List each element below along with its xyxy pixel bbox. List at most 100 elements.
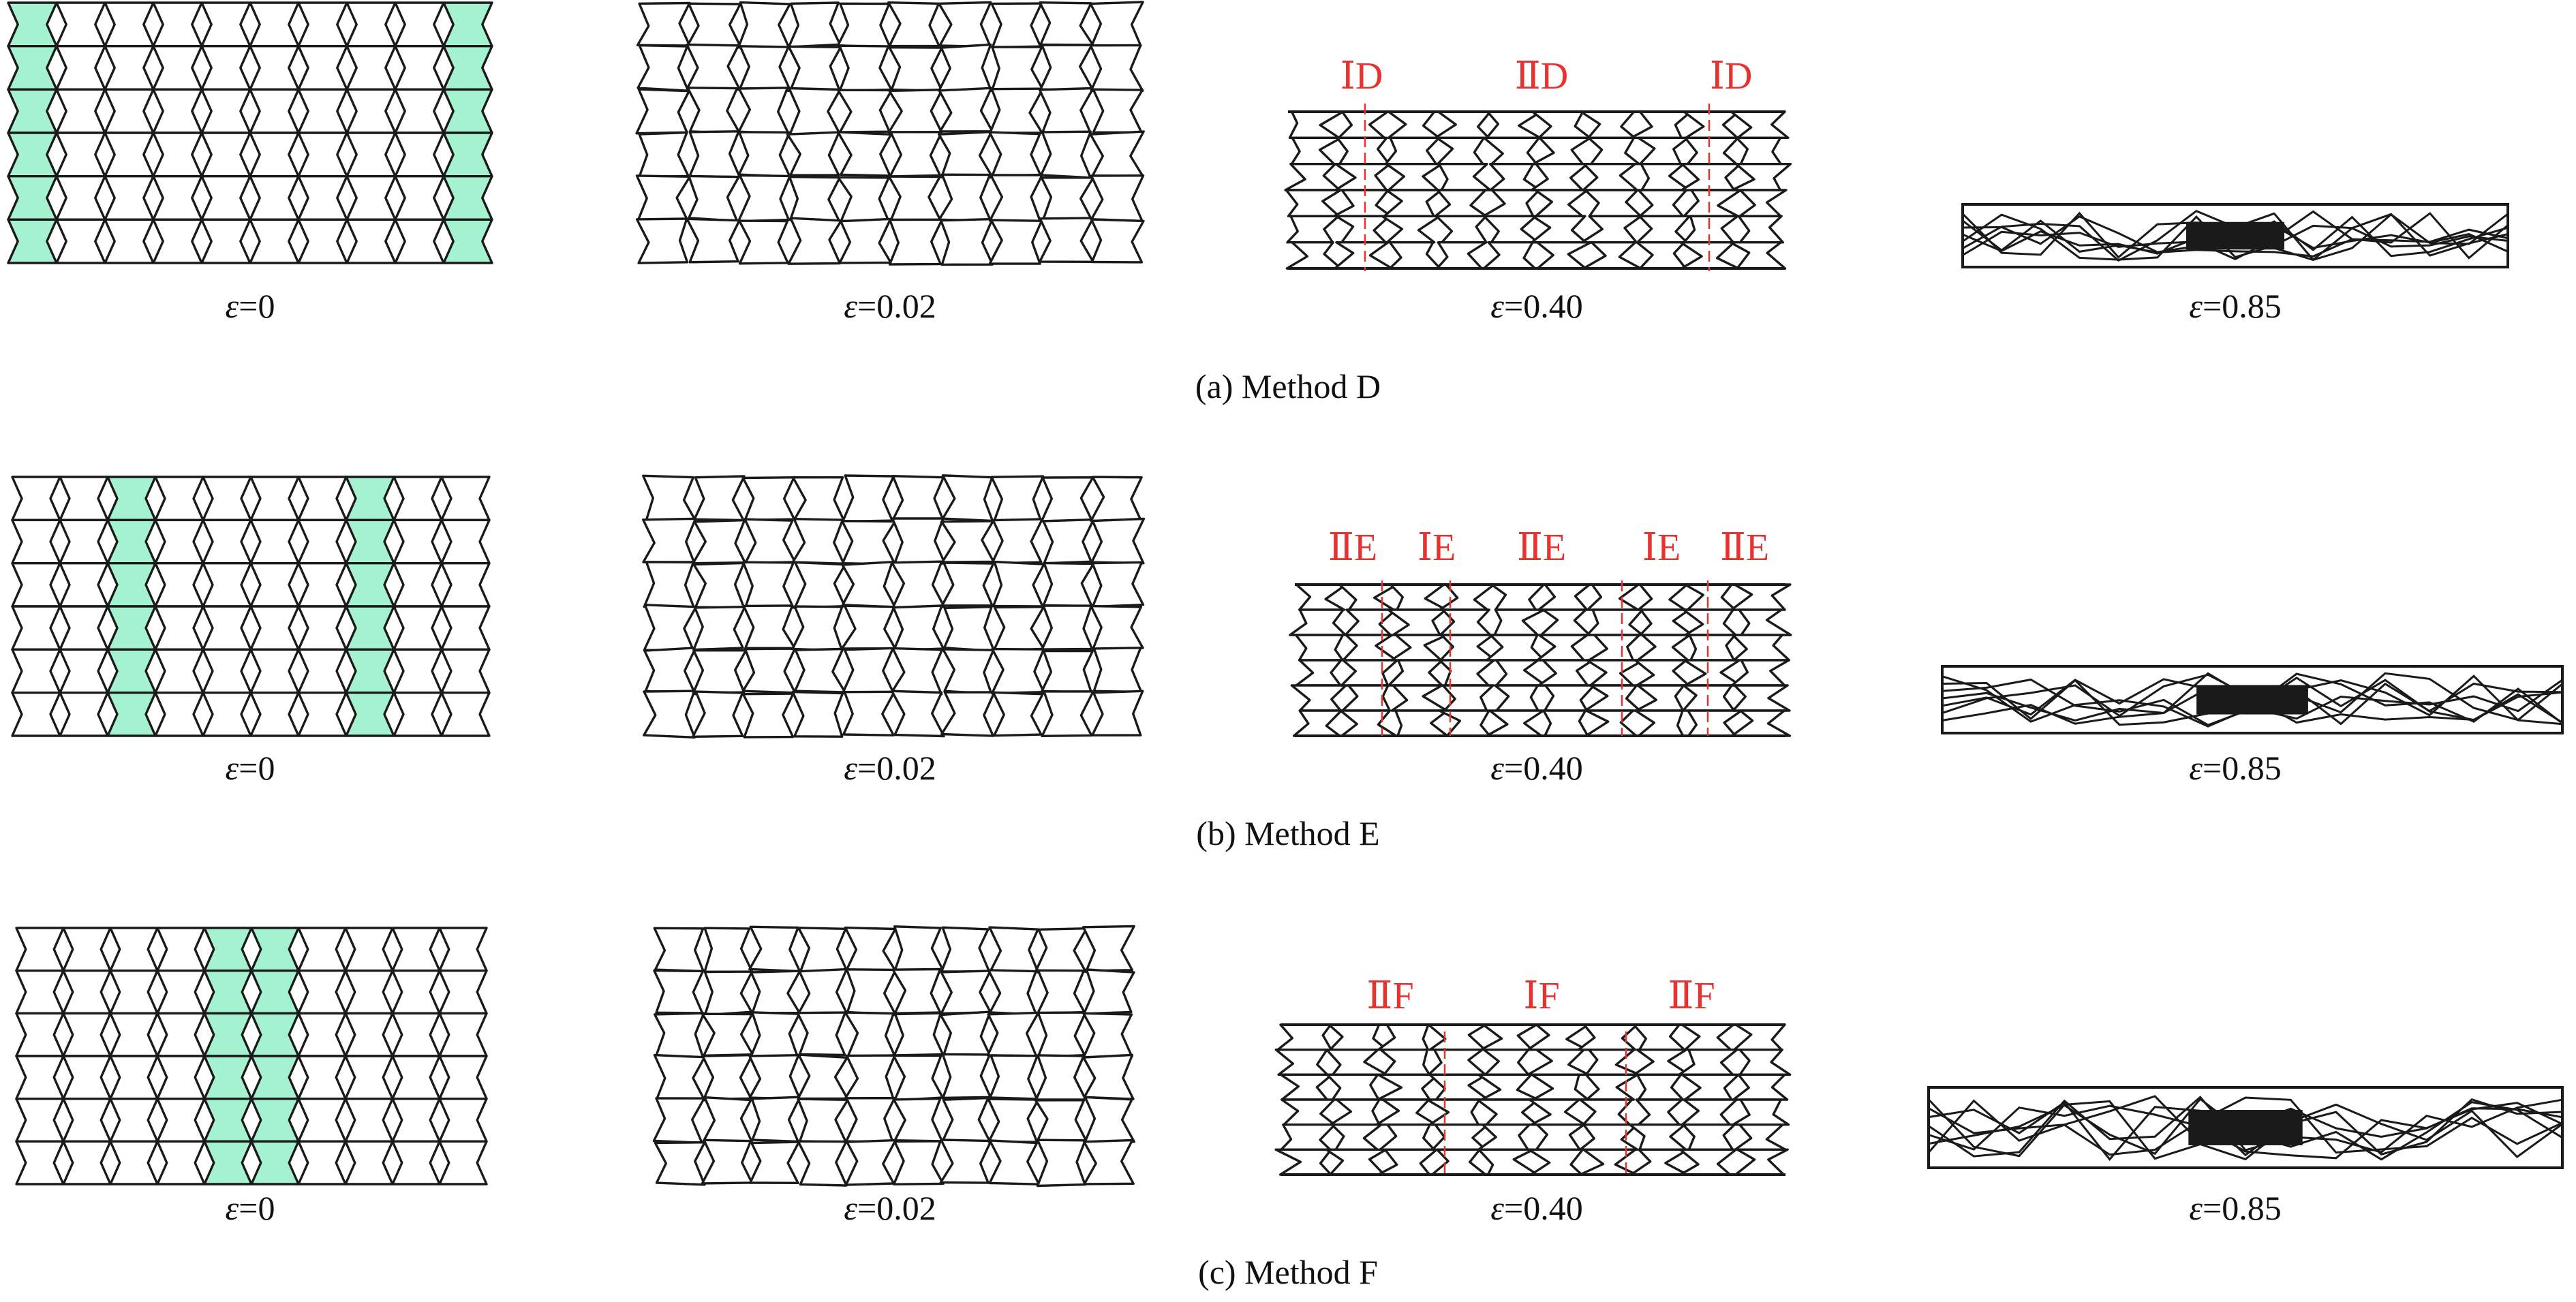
deformed-cell — [1337, 110, 1389, 140]
panel-d-strain-002 — [635, 1, 1145, 266]
lattice-cell — [841, 647, 895, 695]
lattice-cell — [888, 218, 944, 266]
lattice-cell — [988, 87, 1044, 134]
lattice-cell — [106, 692, 157, 737]
folded-wall — [1962, 213, 2509, 261]
deformed-cell — [1431, 1123, 1489, 1151]
lattice-cell — [788, 87, 842, 136]
lattice-cell — [297, 562, 348, 608]
lattice-cell — [154, 648, 204, 694]
deformed-cell — [1290, 136, 1343, 166]
lattice-cell — [106, 648, 157, 694]
lattice-cell — [686, 217, 741, 264]
lattice-cell — [1036, 969, 1086, 1015]
lattice-cell — [297, 692, 348, 737]
lattice-cell — [643, 604, 698, 651]
lattice-cell — [988, 174, 1043, 222]
deformed-cell — [1377, 1148, 1438, 1176]
lattice-cell — [7, 88, 58, 134]
lattice-cell — [891, 647, 944, 696]
lattice-cell — [635, 217, 689, 264]
strain-label: ε=0.40 — [1490, 287, 1582, 325]
lattice-cell — [692, 561, 746, 609]
lattice-cell — [842, 690, 896, 737]
lattice-cell — [109, 969, 159, 1015]
lattice-cell — [104, 175, 155, 221]
lattice-cell — [992, 606, 1045, 652]
deformed-cell — [1437, 162, 1492, 191]
lattice-cell — [11, 518, 61, 565]
deformed-cell — [1635, 1098, 1683, 1126]
deformed-cell — [1580, 110, 1636, 140]
subfigure-caption: (b) Method E — [1196, 814, 1379, 852]
lattice-cell — [1090, 517, 1146, 565]
lattice-cell — [438, 1055, 488, 1100]
deformed-cell — [1531, 136, 1592, 166]
deformed-cell — [1430, 1148, 1487, 1176]
lattice-cell — [202, 692, 252, 737]
lattice-cell — [652, 1097, 706, 1145]
lattice-cell — [939, 1010, 992, 1057]
lattice-cell — [346, 1, 397, 48]
deformed-cell — [1379, 1123, 1436, 1151]
lattice-cell — [297, 1097, 347, 1143]
lattice-cell — [1041, 649, 1094, 694]
lattice-cell — [749, 1011, 801, 1059]
lattice-cell — [686, 43, 741, 91]
deformed-cell — [1428, 1073, 1490, 1101]
lattice-cell — [940, 561, 995, 607]
lattice-cell — [1089, 1, 1144, 49]
deformed-cell — [1678, 1048, 1738, 1076]
densified-band — [2186, 221, 2284, 250]
lattice-cell — [942, 648, 995, 695]
lattice-cell — [344, 1140, 394, 1185]
lattice-cell — [106, 518, 157, 565]
deformed-cell — [1640, 162, 1690, 191]
deformed-cell — [1485, 634, 1546, 662]
lattice-cell — [438, 1012, 488, 1057]
deformed-cell — [1394, 709, 1449, 737]
lattice-cell — [346, 131, 397, 178]
deformed-cell — [1587, 136, 1641, 166]
deformed-cell — [1732, 1073, 1789, 1101]
lattice-cell — [992, 691, 1044, 737]
lattice-cell — [106, 476, 157, 521]
deformed-cell — [1493, 608, 1546, 636]
lattice-cell — [154, 476, 204, 521]
deformed-cell — [1288, 110, 1345, 140]
lattice-cell — [692, 690, 744, 739]
lattice-cell — [59, 562, 109, 608]
deformed-cell — [1681, 1073, 1740, 1101]
lattice-cell — [891, 517, 947, 565]
lattice-cell — [841, 561, 897, 608]
lattice-cell — [737, 131, 791, 178]
lattice-cell — [391, 1097, 441, 1143]
deformed-cell — [1342, 634, 1398, 662]
deformed-cell — [1427, 1023, 1487, 1051]
lattice-cell — [203, 1097, 253, 1143]
lattice-cell — [203, 1055, 253, 1100]
lattice-cell — [345, 562, 395, 608]
deformed-cell — [1528, 1098, 1586, 1126]
deformed-cell — [1729, 241, 1787, 270]
deformed-cell — [1734, 1123, 1787, 1151]
lattice-cell — [890, 689, 945, 738]
lattice-cell — [55, 218, 106, 264]
lattice-cell — [741, 692, 795, 739]
deformed-cell — [1387, 110, 1441, 140]
deformed-cell — [1434, 189, 1488, 217]
lattice-cell — [106, 605, 157, 651]
strain-label: ε=0.85 — [2189, 749, 2281, 787]
lattice-cell — [737, 87, 791, 136]
lattice-cell — [154, 605, 204, 651]
lattice-cell — [7, 131, 58, 178]
lattice-cell — [346, 44, 397, 91]
lattice-cell — [701, 1012, 754, 1057]
strain-label: ε=0.40 — [1490, 1189, 1582, 1227]
lattice-cell — [297, 175, 348, 221]
lattice-cell — [938, 130, 994, 179]
lattice-cell — [438, 1097, 488, 1143]
subfigure-caption: (c) Method F — [1198, 1253, 1378, 1291]
lattice-cell — [845, 968, 898, 1017]
lattice-cell — [106, 562, 157, 608]
